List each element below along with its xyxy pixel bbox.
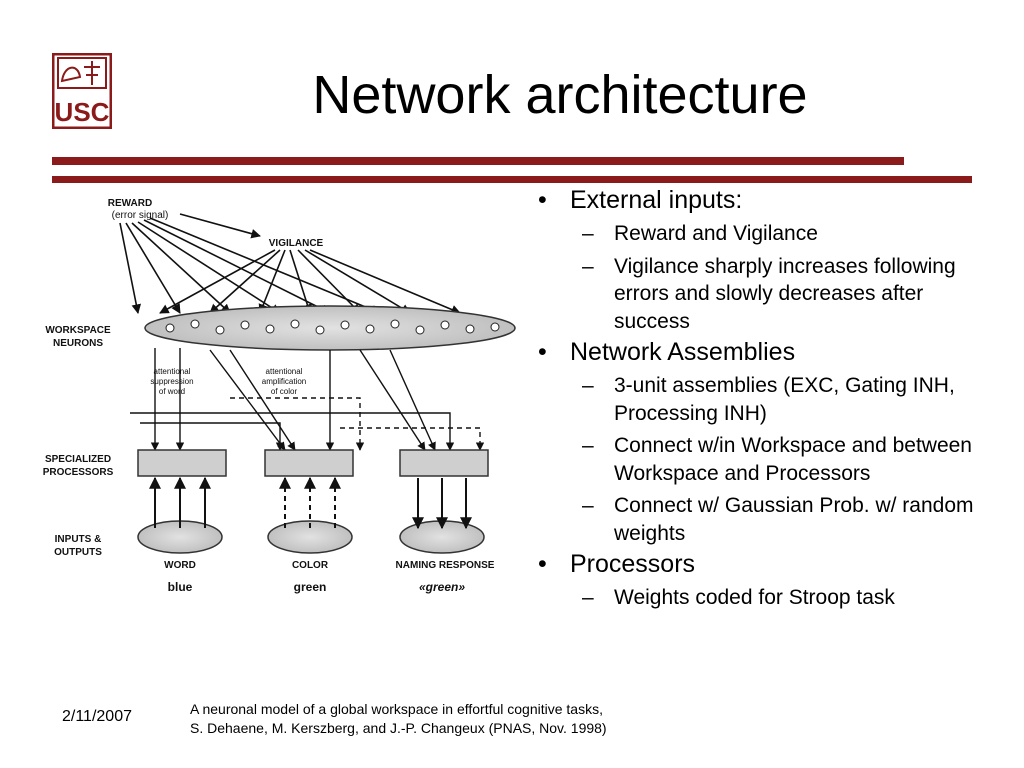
sub-bullet-item: Connect w/ Gaussian Prob. w/ random weig… [582, 492, 978, 547]
specialized-label-2: PROCESSORS [43, 467, 114, 478]
bullet-item: Network Assemblies [538, 337, 978, 367]
sub-bullet-item: Reward and Vigilance [582, 220, 978, 248]
green-label: green [294, 580, 327, 594]
network-diagram: REWARD (error signal) VIGILANCE WORKSPAC… [43, 198, 516, 594]
sub-bullet-item: 3-unit assemblies (EXC, Gating INH, Proc… [582, 372, 978, 427]
citation-line-1: A neuronal model of a global workspace i… [190, 701, 603, 717]
bullet-item: Processors [538, 549, 978, 579]
sub-bullet-item: Vigilance sharply increases following er… [582, 253, 978, 336]
citation-line-2: S. Dehaene, M. Kerszberg, and J.-P. Chan… [190, 720, 607, 736]
workspace-to-processor-lines [130, 348, 485, 451]
workspace-nodes [165, 319, 500, 335]
vigilance-label: VIGILANCE [269, 238, 324, 249]
sub-bullet-item: Weights coded for Stroop task [582, 584, 978, 612]
slide-date: 2/11/2007 [62, 708, 132, 725]
signal-arrows [119, 213, 461, 315]
slide-title: Network architecture [312, 65, 808, 125]
io-arrows [149, 476, 472, 530]
workspace-label-2: NEURONS [53, 338, 103, 349]
amplification-label-2: amplification [262, 377, 306, 386]
suppression-label-2: suppression [150, 377, 193, 386]
word-label: WORD [164, 560, 196, 571]
bullet-list: External inputs: Reward and Vigilance Vi… [538, 183, 978, 612]
title-rule-top [52, 157, 904, 165]
reward-label: REWARD [108, 198, 152, 209]
processor-boxes [137, 449, 489, 477]
suppression-label-3: of word [159, 387, 185, 396]
amplification-label-1: attentional [266, 367, 303, 376]
usc-logo: USC [52, 53, 112, 129]
workspace-label-1: WORKSPACE [45, 325, 111, 336]
specialized-label-1: SPECIALIZED [45, 454, 111, 465]
logo-text: USC [55, 97, 110, 127]
inputs-label-1: INPUTS & [55, 534, 102, 545]
naming-label: NAMING RESPONSE [396, 560, 495, 571]
green-response-label: «green» [419, 580, 465, 594]
reward-sub-label: (error signal) [112, 210, 169, 221]
blue-label: blue [168, 580, 193, 594]
title-rule-bottom [52, 176, 972, 183]
suppression-label-1: attentional [154, 367, 191, 376]
bullet-item: External inputs: [538, 185, 978, 215]
citation: A neuronal model of a global workspace i… [190, 700, 607, 738]
workspace-ellipse [144, 305, 516, 351]
inputs-label-2: OUTPUTS [54, 547, 102, 558]
amplification-label-3: of color [271, 387, 298, 396]
color-label: COLOR [292, 560, 329, 571]
sub-bullet-item: Connect w/in Workspace and between Works… [582, 432, 978, 487]
